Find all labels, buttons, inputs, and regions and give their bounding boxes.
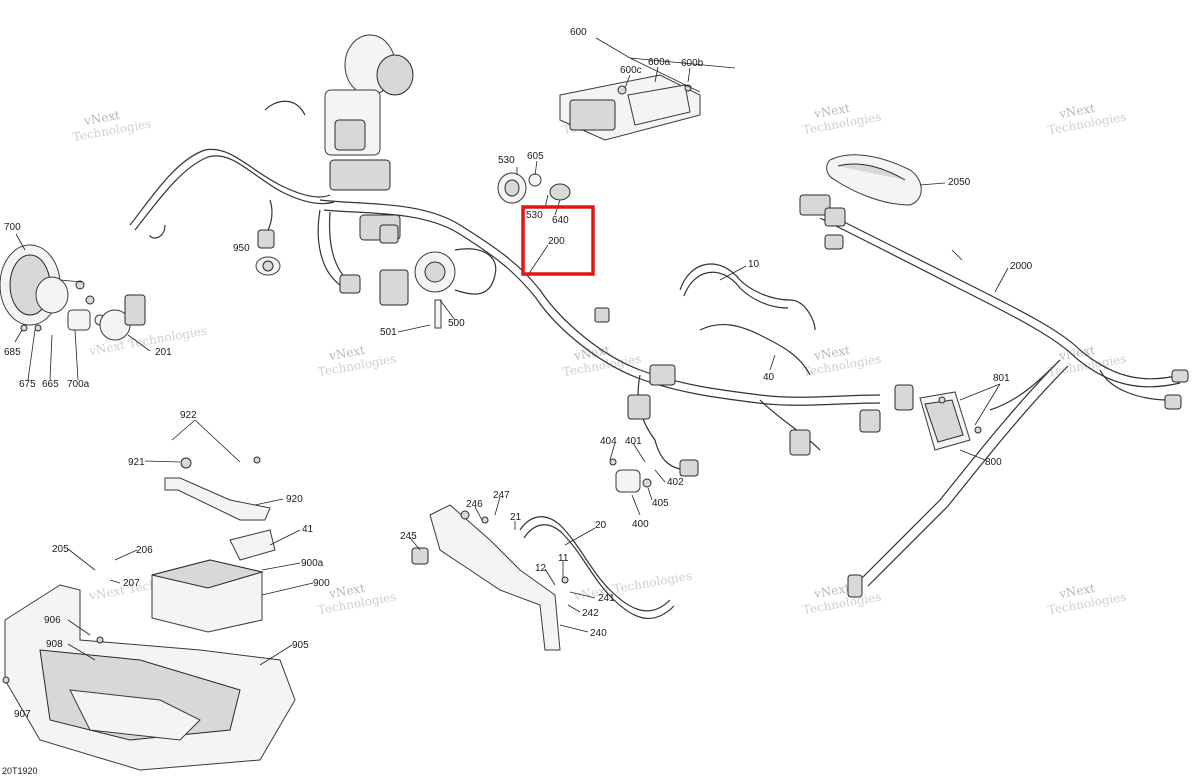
label-247[interactable]: 247 — [493, 490, 510, 501]
watermark-text: vNext — [327, 343, 366, 363]
watermark-text: vNext — [1057, 101, 1096, 121]
label-600b[interactable]: 600b — [681, 58, 704, 69]
label-700a[interactable]: 700a — [67, 379, 90, 390]
label-401[interactable]: 401 — [625, 436, 642, 447]
label-920[interactable]: 920 — [286, 494, 303, 505]
label-2050[interactable]: 2050 — [948, 177, 971, 188]
label-640[interactable]: 640 — [552, 215, 569, 226]
label-200[interactable]: 200 — [548, 236, 565, 247]
label-921[interactable]: 921 — [128, 457, 145, 468]
label-530-second[interactable]: 530 — [526, 210, 543, 221]
label-205[interactable]: 205 — [52, 544, 69, 555]
watermark-text: vNext — [82, 108, 121, 128]
label-605[interactable]: 605 — [527, 151, 544, 162]
label-700[interactable]: 700 — [4, 222, 21, 233]
watermark-text: vNext — [1057, 581, 1096, 601]
part-labels: 600 600c 600a 600b 530 605 530 640 200 2… — [4, 27, 1033, 720]
switch-950 — [255, 229, 281, 276]
main-wire-harness — [129, 148, 881, 471]
label-500[interactable]: 500 — [448, 318, 465, 329]
watermark-text: vNext — [812, 101, 851, 121]
label-402[interactable]: 402 — [667, 477, 684, 488]
label-900a[interactable]: 900a — [301, 558, 324, 569]
label-404[interactable]: 404 — [600, 436, 617, 447]
front-headlight-assembly — [264, 34, 414, 241]
label-400[interactable]: 400 — [632, 519, 649, 530]
label-242[interactable]: 242 — [582, 608, 599, 619]
label-21[interactable]: 21 — [510, 512, 522, 523]
fasteners — [2, 324, 982, 684]
label-501[interactable]: 501 — [380, 327, 397, 338]
label-241[interactable]: 241 — [598, 593, 615, 604]
label-600[interactable]: 600 — [570, 27, 587, 38]
bracket-240 — [411, 504, 561, 651]
label-905[interactable]: 905 — [292, 640, 309, 651]
label-800[interactable]: 800 — [985, 457, 1002, 468]
label-801[interactable]: 801 — [993, 373, 1010, 384]
harness-2000-wires — [819, 209, 1181, 587]
label-906[interactable]: 906 — [44, 615, 61, 626]
horn-201 — [99, 294, 146, 341]
label-900[interactable]: 900 — [313, 578, 330, 589]
label-40[interactable]: 40 — [763, 372, 775, 383]
label-665[interactable]: 665 — [42, 379, 59, 390]
label-600c[interactable]: 600c — [620, 65, 642, 76]
watermark-text: vNext — [812, 581, 851, 601]
module-500 — [379, 251, 456, 329]
connector-block-2000 — [799, 194, 846, 250]
label-245[interactable]: 245 — [400, 531, 417, 542]
battery-900 — [151, 529, 276, 633]
harness-20-wires — [519, 516, 675, 620]
label-405[interactable]: 405 — [652, 498, 669, 509]
label-2000[interactable]: 2000 — [1010, 261, 1033, 272]
label-246[interactable]: 246 — [466, 499, 483, 510]
label-10[interactable]: 10 — [748, 259, 760, 270]
watermark-text: vNext — [327, 581, 366, 601]
harness-connectors — [339, 224, 1189, 598]
bracket-920 — [164, 457, 271, 521]
label-922[interactable]: 922 — [180, 410, 197, 421]
battery-tray-905 — [4, 584, 296, 771]
cover-2050 — [826, 154, 922, 206]
watermark-text: vNext — [1057, 343, 1096, 363]
bulb-700a — [67, 309, 106, 331]
label-908[interactable]: 908 — [46, 639, 63, 650]
label-201[interactable]: 201 — [155, 347, 172, 358]
leader-lines — [14, 37, 1009, 666]
label-207[interactable]: 207 — [123, 578, 140, 589]
ecu-600 — [559, 74, 701, 141]
diagram-code: 20T1920 — [2, 766, 38, 776]
label-907[interactable]: 907 — [14, 709, 31, 720]
module-800 — [894, 384, 971, 451]
label-675[interactable]: 675 — [19, 379, 36, 390]
watermark-text: vNext Technologies — [572, 568, 693, 603]
relay-400 — [615, 459, 699, 493]
label-950[interactable]: 950 — [233, 243, 250, 254]
relay-530 — [497, 172, 571, 204]
watermark-text: vNext — [812, 343, 851, 363]
label-20[interactable]: 20 — [595, 520, 607, 531]
label-41[interactable]: 41 — [302, 524, 314, 535]
label-600a[interactable]: 600a — [648, 57, 671, 68]
highlight-box — [521, 205, 595, 276]
headlight-700 — [0, 244, 95, 326]
label-206[interactable]: 206 — [136, 545, 153, 556]
label-530[interactable]: 530 — [498, 155, 515, 166]
label-685[interactable]: 685 — [4, 347, 21, 358]
label-11[interactable]: 11 — [558, 553, 569, 564]
label-12[interactable]: 12 — [535, 563, 547, 574]
label-240[interactable]: 240 — [590, 628, 607, 639]
